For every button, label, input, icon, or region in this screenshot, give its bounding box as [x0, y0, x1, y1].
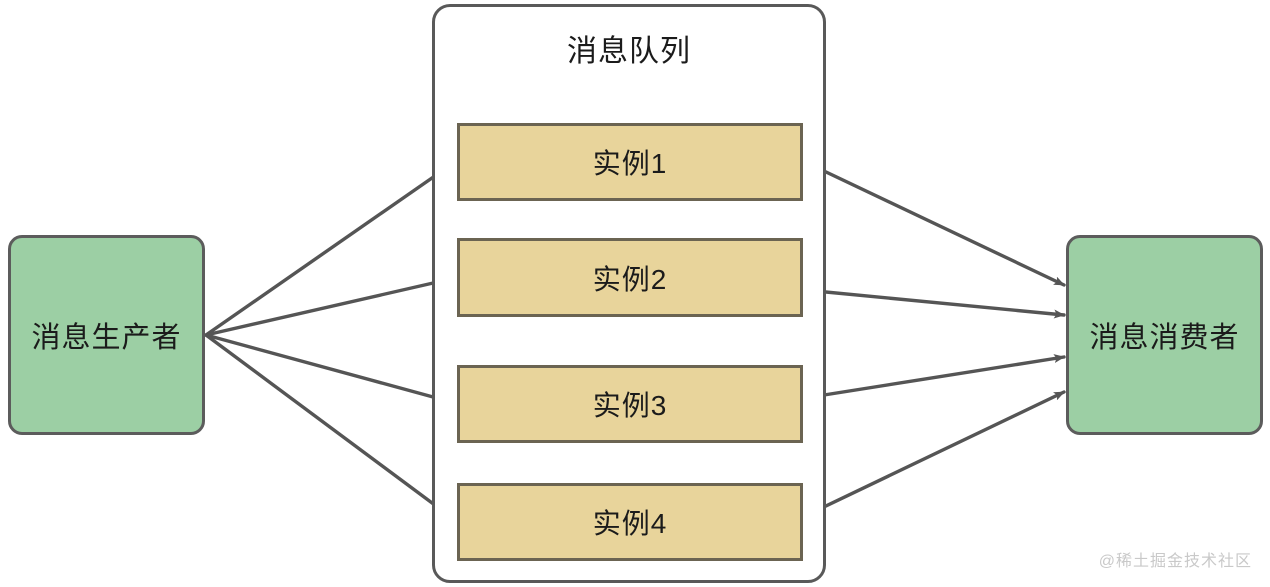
- instance-label: 实例4: [592, 508, 668, 539]
- instance-box[interactable]: 实例2: [457, 238, 803, 317]
- instance-label: 实例1: [592, 148, 668, 179]
- consumer-arrow: [803, 354, 1066, 400]
- watermark: @稀土掘金技术社区: [1098, 553, 1252, 570]
- producer-arrow: [204, 160, 457, 337]
- message-queue-title: 消息队列: [567, 35, 691, 68]
- instance-to-consumer-arrows: [803, 160, 1066, 518]
- producer-node[interactable]: 消息生产者: [8, 235, 205, 435]
- producer-arrow: [204, 333, 457, 522]
- instance-box[interactable]: 实例4: [457, 483, 803, 561]
- instance-box[interactable]: 实例3: [457, 365, 803, 443]
- producer-label: 消息生产者: [31, 322, 182, 354]
- consumer-arrow: [803, 160, 1066, 287]
- producer-arrow: [204, 275, 457, 337]
- producer-arrow: [204, 333, 457, 405]
- producer-to-instance-arrows: [204, 160, 457, 522]
- consumer-label: 消息消费者: [1089, 322, 1240, 354]
- consumer-node[interactable]: 消息消费者: [1066, 235, 1263, 435]
- consumer-arrow: [803, 390, 1066, 518]
- instance-box[interactable]: 实例1: [457, 123, 803, 201]
- instance-label: 实例2: [592, 263, 668, 295]
- consumer-arrow: [803, 288, 1066, 319]
- instance-label: 实例3: [592, 390, 668, 421]
